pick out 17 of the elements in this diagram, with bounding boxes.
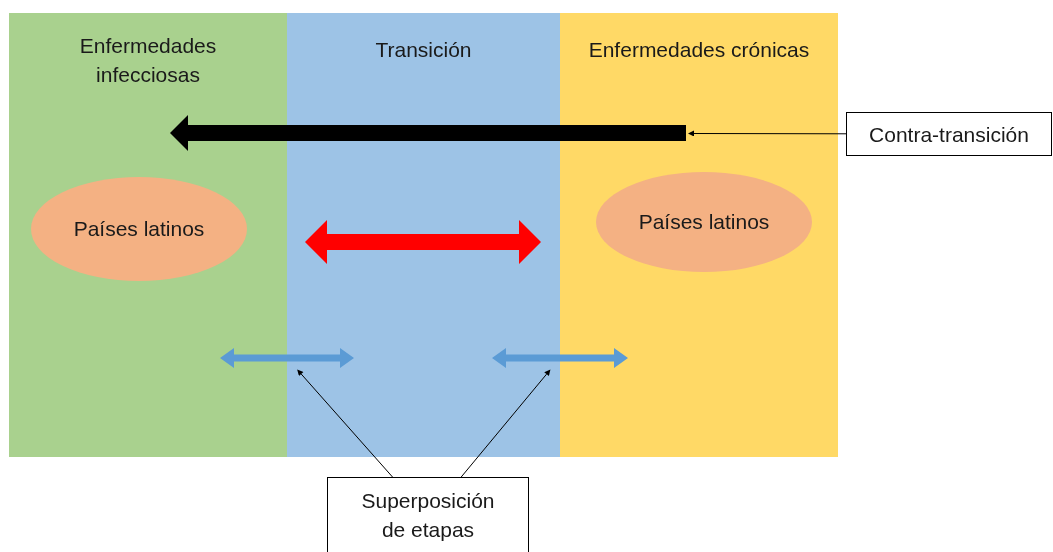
double-arrow (305, 220, 541, 264)
stage-band (287, 13, 560, 457)
stage-band (9, 13, 287, 457)
band-title: Enfermedades infecciosas (78, 33, 218, 88)
double-arrow (492, 348, 628, 368)
callout-box: Superposición de etapas (327, 477, 529, 552)
band-title: Enfermedades crónicas (588, 37, 810, 63)
stage-band (560, 13, 838, 457)
region-ellipse: Países latinos (596, 172, 812, 272)
region-ellipse: Países latinos (31, 177, 247, 281)
band-title: Transición (375, 37, 472, 63)
thick-arrow (170, 115, 686, 151)
callout-box: Contra-transición (846, 112, 1052, 156)
leader-line (297, 369, 394, 478)
leader-line (460, 369, 551, 478)
double-arrow (220, 348, 354, 368)
leader-line (688, 130, 847, 137)
